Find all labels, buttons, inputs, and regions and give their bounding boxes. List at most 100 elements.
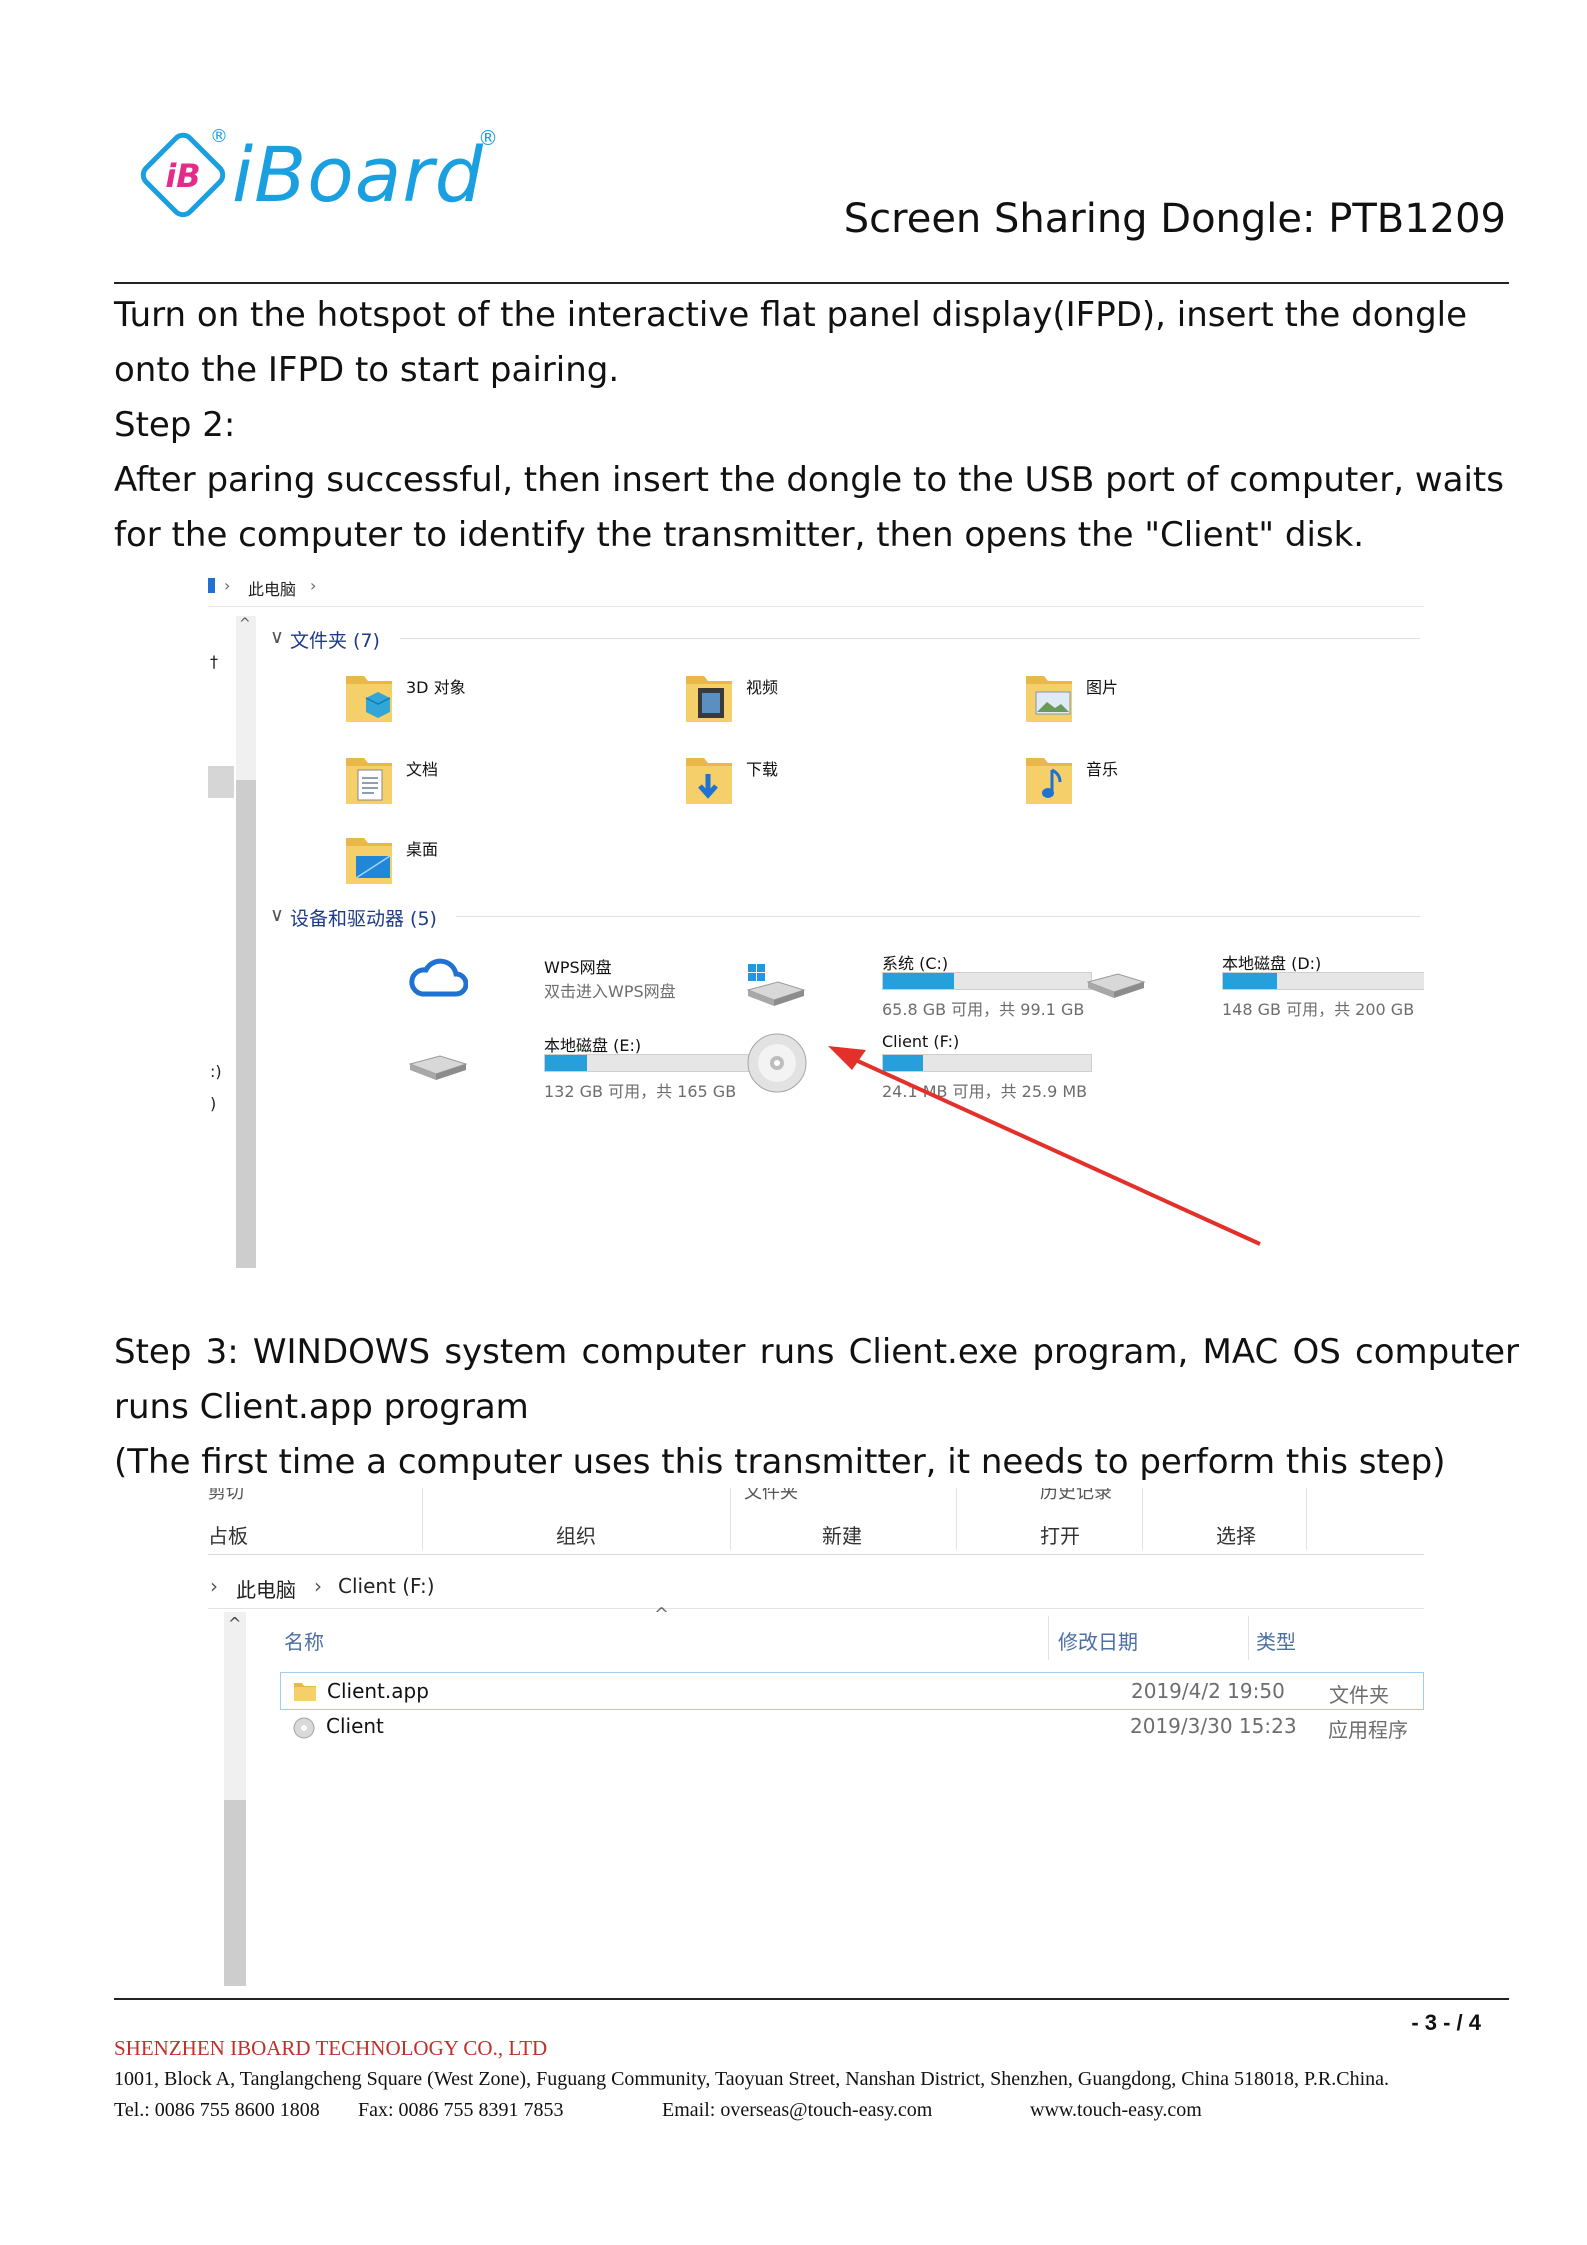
folders-group-label: 文件夹 (7): [290, 630, 380, 652]
scrollbar-thumb[interactable]: [236, 780, 256, 1268]
downloads-folder-icon: [686, 758, 732, 804]
step-2-label: Step 2:: [114, 405, 236, 445]
drive-usage-bar: [1222, 972, 1424, 990]
ribbon-fragment: 剪切: [208, 1488, 244, 1503]
column-header-date-modified[interactable]: 修改日期: [1058, 1630, 1138, 1654]
ribbon-group-new: 新建: [822, 1524, 862, 1548]
pictures-folder-icon: [1026, 676, 1072, 722]
drive-usage-fill: [1223, 973, 1278, 989]
drive-usage-fill: [883, 973, 954, 989]
drive-capacity: 132 GB 可用，共 165 GB: [544, 1082, 737, 1101]
column-separator[interactable]: [1248, 1616, 1249, 1660]
iboard-logo-badge-icon: iB: [140, 132, 226, 218]
drives-group-header[interactable]: ∨ 设备和驱动器 (5): [270, 904, 1420, 930]
drive-name: WPS网盘: [544, 958, 612, 977]
desktop-folder-icon: [346, 838, 392, 884]
logo-registered-mark: ®: [210, 126, 228, 147]
drive-local-e[interactable]: 本地磁盘 (E:) 132 GB 可用，共 165 GB: [408, 1032, 796, 1104]
sort-ascending-caret-icon: ^: [654, 1604, 670, 1625]
address-bar[interactable]: › 此电脑 › Client (F:): [208, 1566, 1424, 1609]
windows-drive-icon: [746, 964, 806, 1006]
folder-videos[interactable]: 视频: [684, 666, 1004, 726]
footer-company-name: SHENZHEN IBOARD TECHNOLOGY CO., LTD: [114, 2036, 548, 2060]
footer-rule: [114, 1998, 1509, 2000]
scrollbar-thumb[interactable]: [224, 1800, 246, 1986]
drive-system-c[interactable]: 系统 (C:) 65.8 GB 可用，共 99.1 GB: [746, 950, 1134, 1022]
drive-name: 系统 (C:): [882, 954, 949, 973]
drives-group-label: 设备和驱动器 (5): [290, 908, 437, 930]
ribbon-separator: [422, 1488, 423, 1550]
folder-label: 3D 对象: [406, 678, 466, 697]
folder-label: 下载: [746, 760, 779, 779]
folder-music[interactable]: 音乐: [1024, 748, 1344, 808]
app-icon: [293, 1717, 315, 1739]
header-rule: [114, 282, 1509, 284]
nav-pane-fragment: †: [210, 652, 218, 671]
scroll-up-arrow-icon[interactable]: ^: [228, 1614, 242, 1633]
iboard-logo: iB ® iBoard ®: [140, 122, 520, 232]
column-separator[interactable]: [1048, 1616, 1049, 1660]
file-row-client-app[interactable]: Client.app 2019/4/2 19:50 文件夹: [280, 1672, 1424, 1710]
footer-website[interactable]: www.touch-easy.com: [1030, 2099, 1202, 2121]
address-client-drive[interactable]: Client (F:): [338, 1574, 435, 1598]
explorer-scrollbar[interactable]: ^: [236, 616, 256, 1268]
red-arrow-annotation: [828, 1046, 1261, 1246]
nav-pane-fragment: ): [210, 1094, 217, 1113]
document-title: Screen Sharing Dongle: PTB1209: [843, 196, 1506, 242]
drive-wps-cloud[interactable]: WPS网盘 双击进入WPS网盘: [409, 954, 796, 1026]
drive-name: 本地磁盘 (D:): [1222, 954, 1322, 973]
hard-drive-icon: [408, 1055, 468, 1080]
drive-local-d[interactable]: 本地磁盘 (D:) 148 GB 可用，共 200 GB: [1086, 950, 1424, 1022]
folder-desktop[interactable]: 桌面: [344, 828, 664, 888]
column-header-type[interactable]: 类型: [1256, 1630, 1296, 1654]
file-type: 文件夹: [1329, 1683, 1389, 1707]
file-date: 2019/4/2 19:50: [1131, 1679, 1285, 1703]
address-this-pc[interactable]: 此电脑: [236, 1578, 296, 1602]
ribbon-fragment: 文件夹: [744, 1488, 798, 1503]
paragraph-step-3: Step 3: WINDOWS system computer runs Cli…: [114, 1332, 1519, 1427]
folder-3d-objects[interactable]: 3D 对象: [344, 666, 664, 726]
group-divider: [400, 638, 1420, 639]
ribbon-separator: [956, 1488, 957, 1550]
folders-group-header[interactable]: ∨ 文件夹 (7): [270, 626, 1420, 652]
column-header-name[interactable]: 名称: [284, 1630, 324, 1654]
drive-usage-bar: [544, 1054, 754, 1072]
explorer-client-drive-screenshot: 剪切 文件夹 历史记录 占板 组织 新建 打开 选择 › 此电脑 › Clien…: [208, 1488, 1424, 1986]
cd-drive-icon: [747, 1033, 807, 1093]
folder-documents[interactable]: 文档: [344, 748, 664, 808]
address-chevron: ›: [210, 1574, 218, 1598]
file-row-client-exe[interactable]: Client 2019/3/30 15:23 应用程序: [280, 1708, 1424, 1746]
group-divider: [456, 916, 1420, 917]
group-collapse-chevron-icon[interactable]: ∨: [270, 626, 284, 648]
folder-label: 文档: [406, 760, 439, 779]
footer-email[interactable]: Email: overseas@touch-easy.com: [662, 2099, 933, 2121]
folder-downloads[interactable]: 下载: [684, 748, 1004, 808]
drive-capacity: 148 GB 可用，共 200 GB: [1222, 1000, 1415, 1019]
file-type: 应用程序: [1328, 1718, 1408, 1742]
documents-folder-icon: [346, 758, 392, 804]
scroll-up-arrow-icon[interactable]: ^: [239, 616, 251, 632]
drive-usage-fill: [883, 1055, 923, 1071]
drive-usage-fill: [545, 1055, 587, 1071]
folder-pictures[interactable]: 图片: [1024, 666, 1344, 726]
address-chevron: ›: [314, 1574, 322, 1598]
breadcrumb-this-pc[interactable]: 此电脑: [248, 580, 297, 599]
logo-badge-text: iB: [165, 157, 200, 195]
drive-name: Client (F:): [882, 1032, 960, 1051]
ribbon-group-open: 打开: [1040, 1524, 1080, 1548]
explorer-this-pc-screenshot: › 此电脑 › † :) ) ^ ∨ 文件夹 (7) 3D 对象 视频 图片: [208, 562, 1424, 1268]
hard-drive-icon: [1086, 973, 1146, 998]
breadcrumb-chevron: ›: [224, 576, 231, 595]
logo-wordmark: iBoard: [232, 130, 484, 219]
file-list-scrollbar[interactable]: ^: [224, 1612, 246, 1986]
footer-address: 1001, Block A, Tanglangcheng Square (Wes…: [114, 2068, 1390, 2090]
ribbon-group-select: 选择: [1216, 1524, 1256, 1548]
drive-subtitle: 双击进入WPS网盘: [544, 982, 676, 1001]
group-collapse-chevron-icon[interactable]: ∨: [270, 904, 284, 926]
folder-label: 视频: [746, 678, 779, 697]
file-name: Client: [326, 1714, 384, 1738]
folder-label: 音乐: [1086, 760, 1119, 779]
footer-fax: Fax: 0086 755 8391 7853: [358, 2099, 564, 2121]
drive-usage-bar: [882, 1054, 1092, 1072]
drive-capacity: 65.8 GB 可用，共 99.1 GB: [882, 1000, 1085, 1019]
